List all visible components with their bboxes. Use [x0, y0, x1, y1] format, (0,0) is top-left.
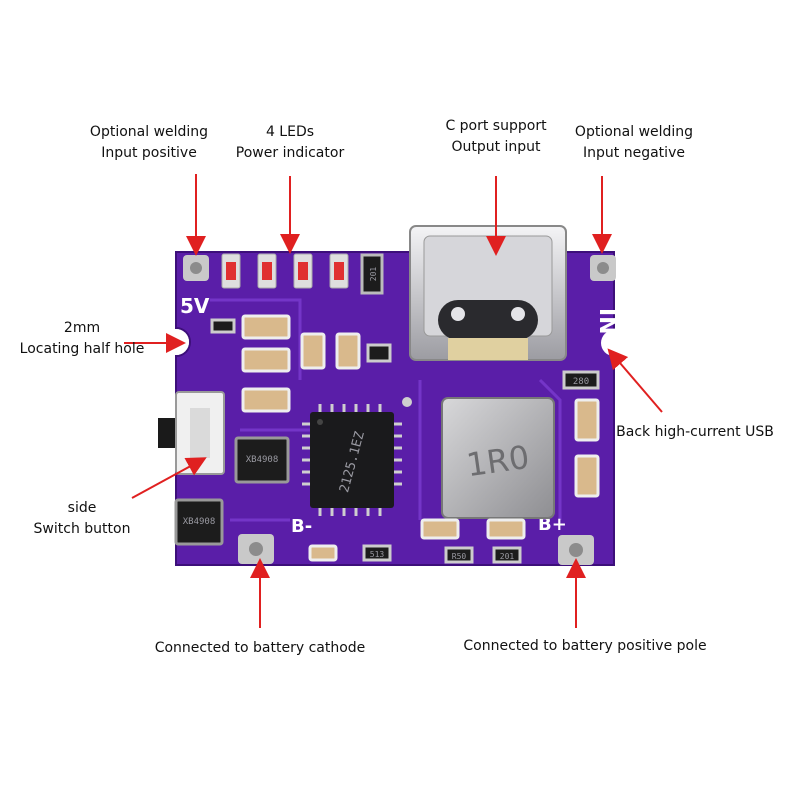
- label-switch: side Switch button: [30, 498, 134, 540]
- mosfet-1: XB4908: [234, 436, 290, 484]
- label-switch-line2: Switch button: [33, 521, 131, 537]
- label-leds-line2: Power indicator: [235, 145, 345, 161]
- resistor-r50-mark: R50: [452, 552, 467, 561]
- capacitor-bottom-2: [486, 518, 526, 540]
- silk-b-plus: B+: [538, 514, 567, 535]
- capacitor-bottom-3: [308, 544, 338, 562]
- label-battery-positive-line1: Connected to battery positive pole: [463, 638, 707, 654]
- silk-b-minus: B-: [291, 516, 312, 537]
- main-ic: 2125.1EZ: [302, 404, 402, 516]
- label-weld-positive-line1: Optional welding: [89, 124, 209, 140]
- resistor-small-left: [210, 318, 236, 334]
- label-cport-line2: Output input: [451, 139, 541, 155]
- led-row: [221, 253, 349, 289]
- label-cport-line1: C port support: [445, 118, 547, 134]
- label-leds: 4 LEDs Power indicator: [232, 122, 348, 164]
- weld-pad-input-negative: [590, 255, 616, 281]
- silk-in-minus: IN-: [594, 308, 619, 344]
- side-switch: [158, 391, 225, 475]
- resistor-280: 280: [562, 370, 600, 390]
- resistor-small-center: [366, 343, 392, 363]
- label-back-usb: Back high-current USB: [615, 422, 775, 443]
- weld-pad-battery-positive: [558, 535, 594, 565]
- label-battery-cathode: Connected to battery cathode: [150, 638, 370, 659]
- inductor-mark: 1R0: [464, 438, 532, 484]
- inductor: 1R0: [441, 397, 555, 519]
- arrow-switch: [131, 457, 207, 499]
- label-battery-cathode-line1: Connected to battery cathode: [154, 640, 366, 656]
- usb-c-port: [409, 225, 567, 361]
- capacitor-group-left: [241, 314, 361, 413]
- resistor-201-bottom-mark: 201: [500, 552, 515, 561]
- mosfet-2-mark: XB4908: [183, 517, 216, 527]
- callout-arrows: [124, 174, 663, 628]
- label-half-hole-line2: Locating half hole: [19, 341, 145, 357]
- label-half-hole-line1: 2mm: [63, 320, 101, 336]
- capacitor-right-1: [574, 398, 600, 442]
- resistor-201-bottom: 201: [492, 546, 522, 564]
- resistor-r50: R50: [444, 546, 474, 564]
- mosfet-2: XB4908: [174, 498, 224, 546]
- resistor-513-mark: 513: [370, 550, 385, 559]
- label-battery-positive: Connected to battery positive pole: [460, 636, 710, 657]
- pcb-traces: [210, 298, 562, 522]
- label-weld-negative: Optional welding Input negative: [572, 122, 696, 164]
- capacitor-bottom-1: [420, 518, 460, 540]
- arrow-back-usb: [607, 348, 663, 413]
- resistor-201-top: 201: [360, 253, 384, 295]
- label-half-hole: 2mm Locating half hole: [18, 318, 146, 360]
- silk-5v: 5V: [180, 294, 210, 318]
- label-leds-line1: 4 LEDs: [265, 124, 315, 140]
- via-dot: [402, 397, 412, 407]
- label-weld-negative-line2: Input negative: [583, 145, 685, 161]
- weld-pad-input-positive: [183, 255, 209, 281]
- resistor-513: 513: [362, 544, 392, 562]
- label-cport: C port support Output input: [440, 116, 552, 158]
- capacitor-right-2: [574, 454, 600, 498]
- label-switch-line1: side: [67, 500, 97, 516]
- weld-pad-battery-negative: [238, 534, 274, 564]
- resistor-280-mark: 280: [573, 377, 589, 387]
- label-weld-negative-line1: Optional welding: [574, 124, 694, 140]
- mosfet-1-mark: XB4908: [246, 455, 279, 465]
- label-back-usb-line1: Back high-current USB: [616, 424, 774, 440]
- label-weld-positive-line2: Input positive: [101, 145, 197, 161]
- resistor-201-top-mark: 201: [369, 267, 378, 282]
- label-weld-positive: Optional welding Input positive: [88, 122, 210, 164]
